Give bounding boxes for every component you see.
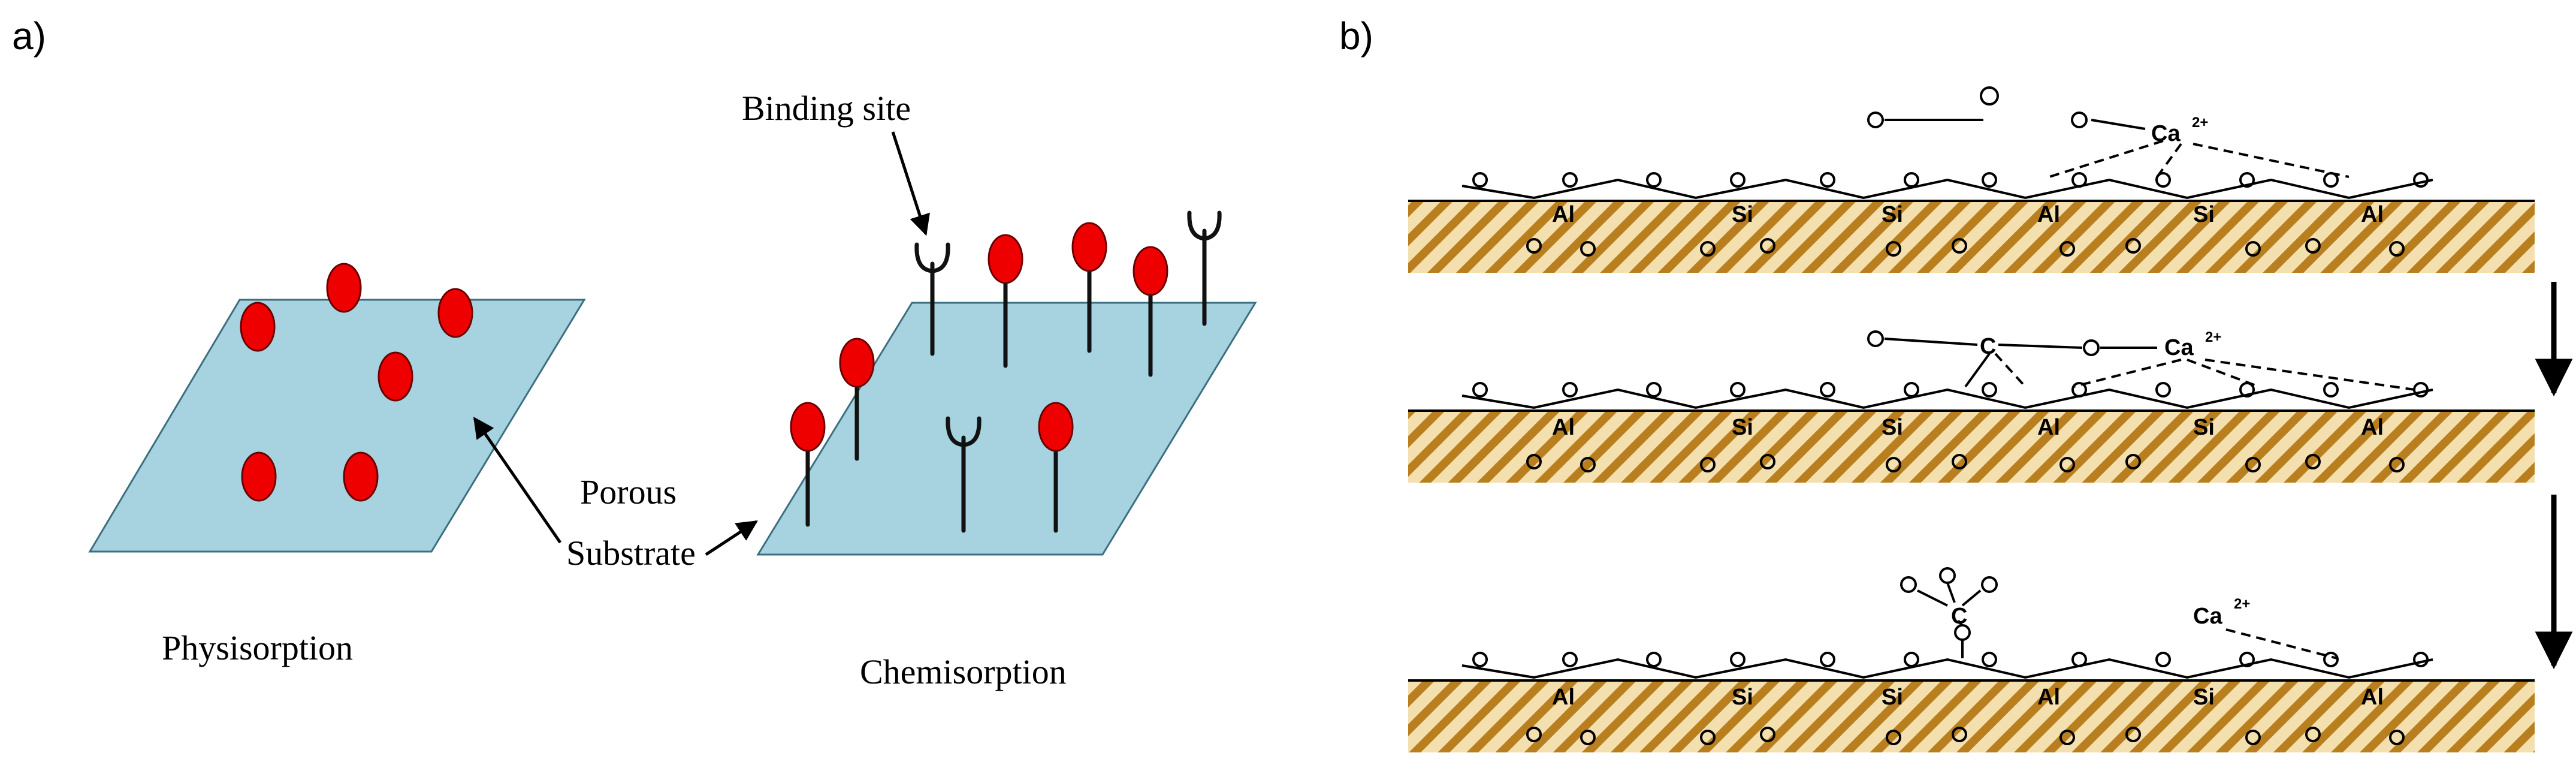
binding-site-icon	[946, 416, 982, 447]
mineral-atoms: Al Si Si Al Si Al	[1552, 415, 2384, 440]
binding-site-label: Binding site	[742, 89, 911, 128]
mineral-surface	[1408, 680, 2535, 752]
porous-arrow-chemisorption	[705, 520, 758, 556]
mineral-surface	[1408, 201, 2535, 273]
chemisorbed-molecules	[790, 222, 1168, 452]
molecule	[326, 263, 362, 313]
svg-text:2+: 2+	[2205, 329, 2221, 345]
svg-text:Al: Al	[2361, 415, 2384, 440]
svg-text:Si: Si	[1882, 202, 1903, 227]
surface-step-3: Al Si Si Al Si Al C Ca 2+	[1408, 567, 2535, 752]
molecule	[1071, 222, 1107, 272]
annotation-arrows	[473, 131, 930, 556]
surface-oxygens	[1472, 172, 2429, 257]
porous-arrow-physisorption	[473, 417, 562, 544]
svg-text:Al: Al	[1552, 415, 1575, 440]
chemisorption-label: Chemisorption	[860, 652, 1067, 691]
panel-a-label: a)	[12, 14, 46, 58]
svg-text:C: C	[1951, 604, 1967, 629]
svg-text:Si: Si	[1732, 415, 1753, 440]
svg-text:2+: 2+	[2234, 596, 2250, 612]
molecule	[790, 402, 826, 452]
porous-label: Porous	[580, 472, 677, 511]
mineral-atoms: Al Si Si Al Si Al	[1552, 685, 2384, 710]
binding-sites	[914, 210, 1222, 447]
surface-step-1: Al Si Si Al Si Al Ca 2+	[1408, 86, 2535, 273]
svg-text:Si: Si	[1732, 202, 1753, 227]
physisorption-label: Physisorption	[162, 628, 353, 667]
molecule	[343, 451, 379, 502]
svg-text:Al: Al	[2037, 415, 2060, 440]
molecule	[241, 451, 277, 502]
svg-text:Ca: Ca	[2193, 604, 2222, 629]
molecule	[378, 351, 413, 402]
svg-text:Al: Al	[2361, 202, 2384, 227]
panel-b-label: b)	[1339, 14, 1373, 58]
svg-text:Ca: Ca	[2151, 121, 2181, 146]
mineral-surface	[1408, 411, 2535, 483]
molecule	[1133, 246, 1168, 296]
mineral-atoms: Al Si Si Al Si Al	[1552, 202, 2384, 227]
molecule	[1038, 402, 1074, 452]
molecule	[987, 234, 1023, 284]
svg-text:Si: Si	[1732, 685, 1753, 710]
svg-text:C: C	[1980, 334, 1996, 359]
svg-text:Si: Si	[1882, 415, 1903, 440]
svg-text:Al: Al	[1552, 202, 1575, 227]
binding-site-icon	[914, 242, 950, 273]
svg-text:Al: Al	[2361, 685, 2384, 710]
binding-site-arrow	[891, 131, 930, 236]
panel-b: b) Al Si Si	[1339, 14, 2573, 752]
binding-site-icon	[1187, 210, 1222, 241]
surface-oxygens	[1472, 382, 2429, 472]
panel-a: a)	[12, 14, 1257, 691]
svg-text:Al: Al	[1552, 685, 1575, 710]
svg-text:2+: 2+	[2192, 115, 2208, 131]
surface-step-2: Al Si Si Al Si Al C Ca 2+	[1408, 329, 2535, 483]
svg-text:Al: Al	[2037, 202, 2060, 227]
svg-text:Si: Si	[2193, 415, 2215, 440]
svg-text:Ca: Ca	[2164, 335, 2194, 360]
svg-text:Si: Si	[2193, 202, 2215, 227]
surface-oxygens	[1472, 652, 2429, 745]
svg-text:Al: Al	[2037, 685, 2060, 710]
molecule	[240, 302, 276, 352]
physisorption-substrate	[88, 299, 586, 553]
substrate-label: Substrate	[566, 534, 696, 573]
svg-text:Si: Si	[1882, 685, 1903, 710]
molecule	[437, 288, 473, 338]
molecule	[839, 338, 875, 388]
physisorbed-molecules	[240, 263, 473, 502]
svg-text:Si: Si	[2193, 685, 2215, 710]
